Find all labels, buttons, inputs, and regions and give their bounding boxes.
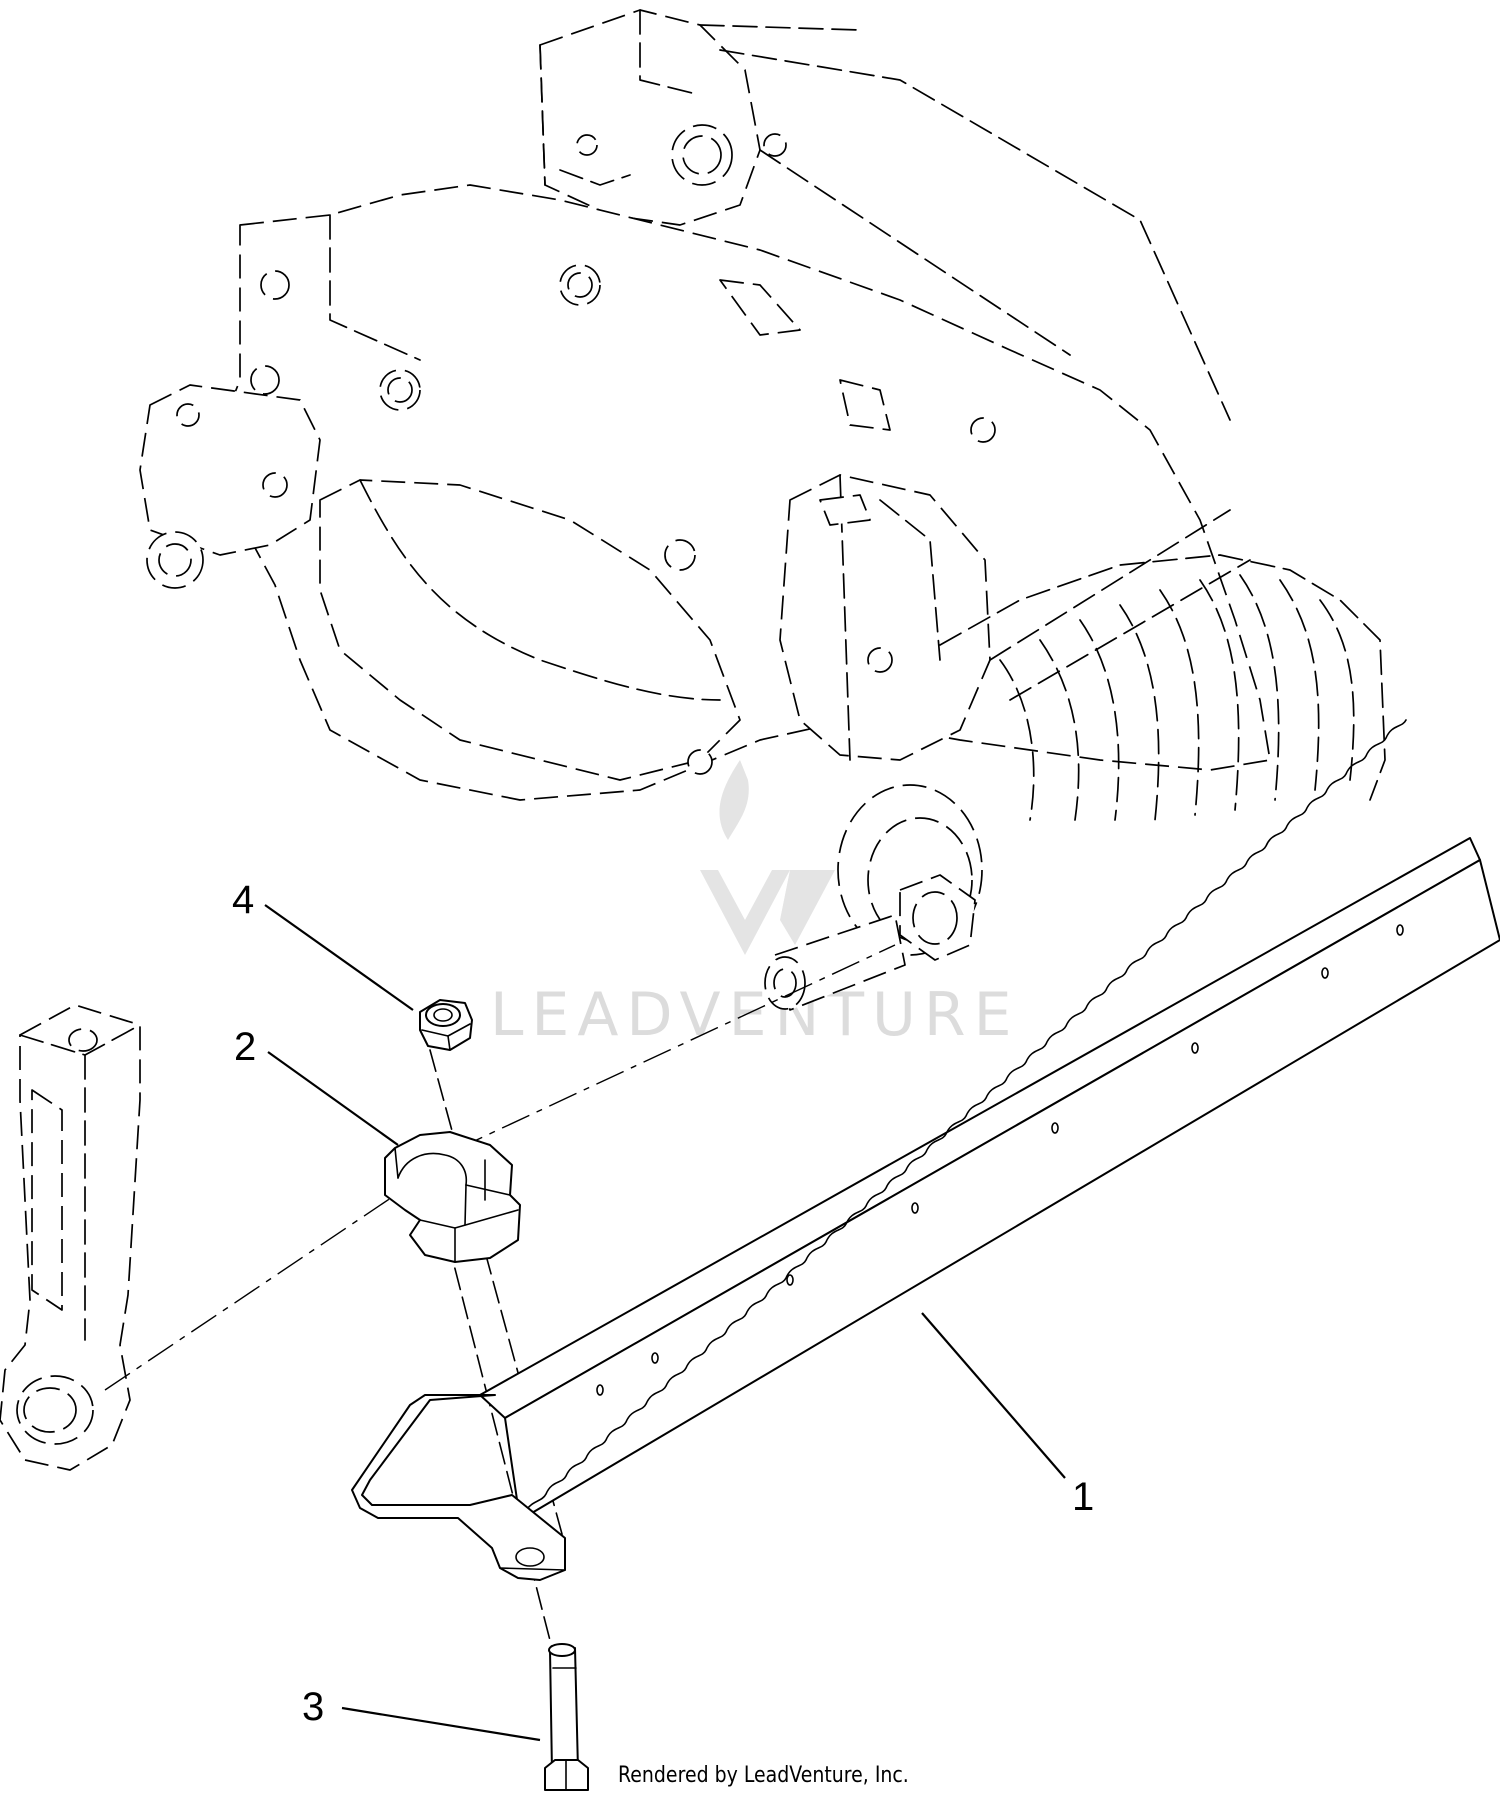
cutting-unit-phantom	[139, 9, 1386, 1011]
bolt	[544, 1643, 589, 1791]
callout-4[interactable]: 4	[232, 878, 254, 922]
adjuster-arm-phantom	[0, 1004, 141, 1471]
nut	[419, 999, 473, 1051]
render-credit: Rendered by LeadVenture, Inc.	[618, 1763, 909, 1788]
leadventure-logo-icon	[700, 760, 835, 955]
callout-1[interactable]: 1	[1072, 1475, 1094, 1519]
leader-lines	[264, 904, 1066, 1742]
clamp	[384, 1131, 521, 1263]
callout-2[interactable]: 2	[234, 1025, 256, 1069]
watermark: LEADVENTURE	[490, 760, 1020, 1050]
bedknife-holes	[596, 924, 1404, 1396]
leader-1	[921, 1312, 1066, 1479]
callout-3[interactable]: 3	[302, 1685, 324, 1729]
watermark-text: LEADVENTURE	[490, 980, 1020, 1050]
leader-4	[264, 904, 414, 1011]
callouts: 1 2 3 4	[232, 878, 1094, 1729]
bedknife	[351, 719, 1500, 1581]
leader-2	[267, 1051, 399, 1146]
leader-3	[341, 1706, 541, 1742]
